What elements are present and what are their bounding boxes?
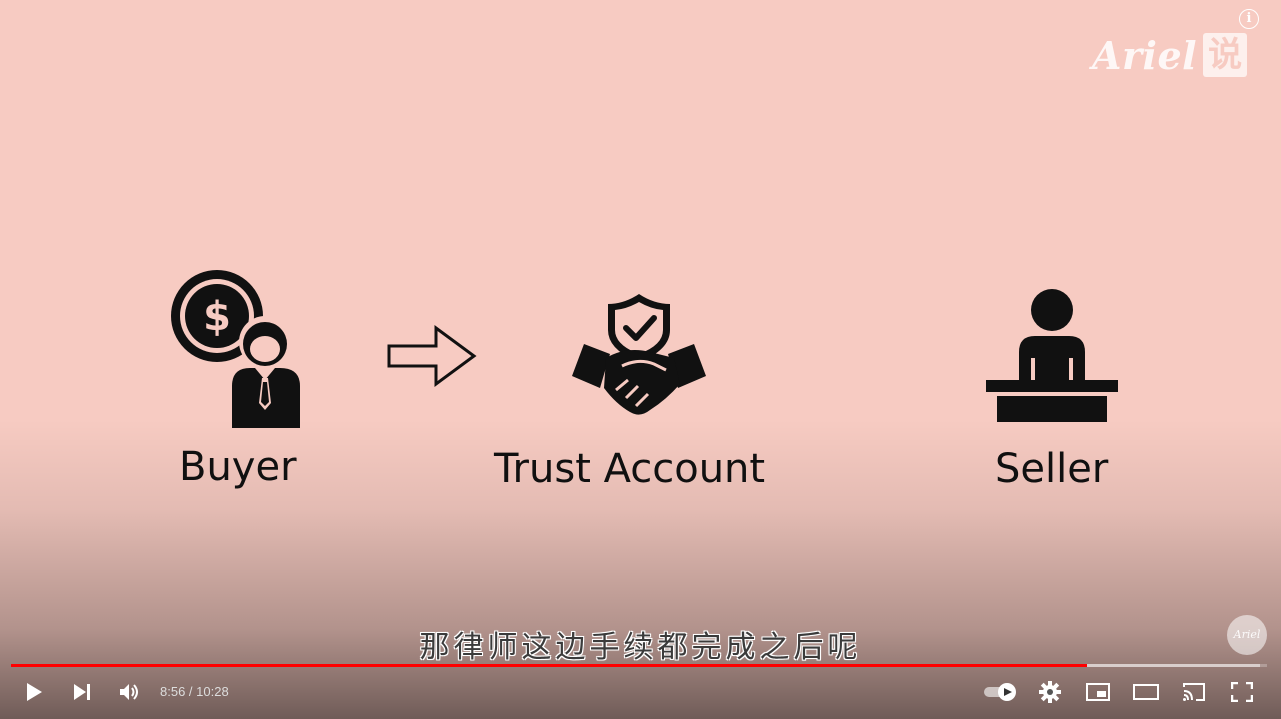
progress-bar[interactable] [11,664,1267,667]
brand-text: Ariel [1092,32,1198,78]
autoplay-toggle[interactable] [980,670,1020,714]
svg-text:$: $ [203,294,231,340]
info-icon[interactable]: i [1239,9,1259,29]
next-icon [74,684,90,700]
settings-button[interactable] [1030,670,1070,714]
seller-desk-person-icon [986,289,1118,422]
right-arrow-icon [387,325,477,387]
channel-watermark[interactable]: Ariel [1227,615,1267,655]
buyer-label: Buyer [179,444,297,490]
trust-account-label: Trust Account [494,446,766,492]
cast-icon [1183,683,1205,701]
handshake-shield-icon [572,294,706,415]
next-button[interactable] [62,670,102,714]
play-icon [27,683,42,701]
seller-label: Seller [995,446,1109,492]
progress-played [11,664,1087,667]
volume-button[interactable] [110,670,150,714]
autoplay-toggle-icon [984,683,1016,701]
fullscreen-icon [1231,682,1253,702]
brand-glyph: 说 [1203,33,1248,77]
time-display: 8:56 / 10:28 [160,684,229,699]
theater-mode-button[interactable] [1126,670,1166,714]
theater-mode-icon [1133,684,1159,700]
play-button[interactable] [14,670,54,714]
buyer-money-person-icon: $ [171,270,300,428]
subtitle-caption: 那律师这边手续都完成之后呢 [419,630,862,665]
volume-icon [120,684,138,700]
fullscreen-button[interactable] [1222,670,1262,714]
miniplayer-icon [1086,683,1110,701]
cast-button[interactable] [1174,670,1214,714]
player-controls: 8:56 / 10:28 [0,670,1281,714]
channel-brand-logo: Ariel 说 [1092,32,1248,78]
miniplayer-button[interactable] [1078,670,1118,714]
settings-gear-icon [1039,681,1061,703]
